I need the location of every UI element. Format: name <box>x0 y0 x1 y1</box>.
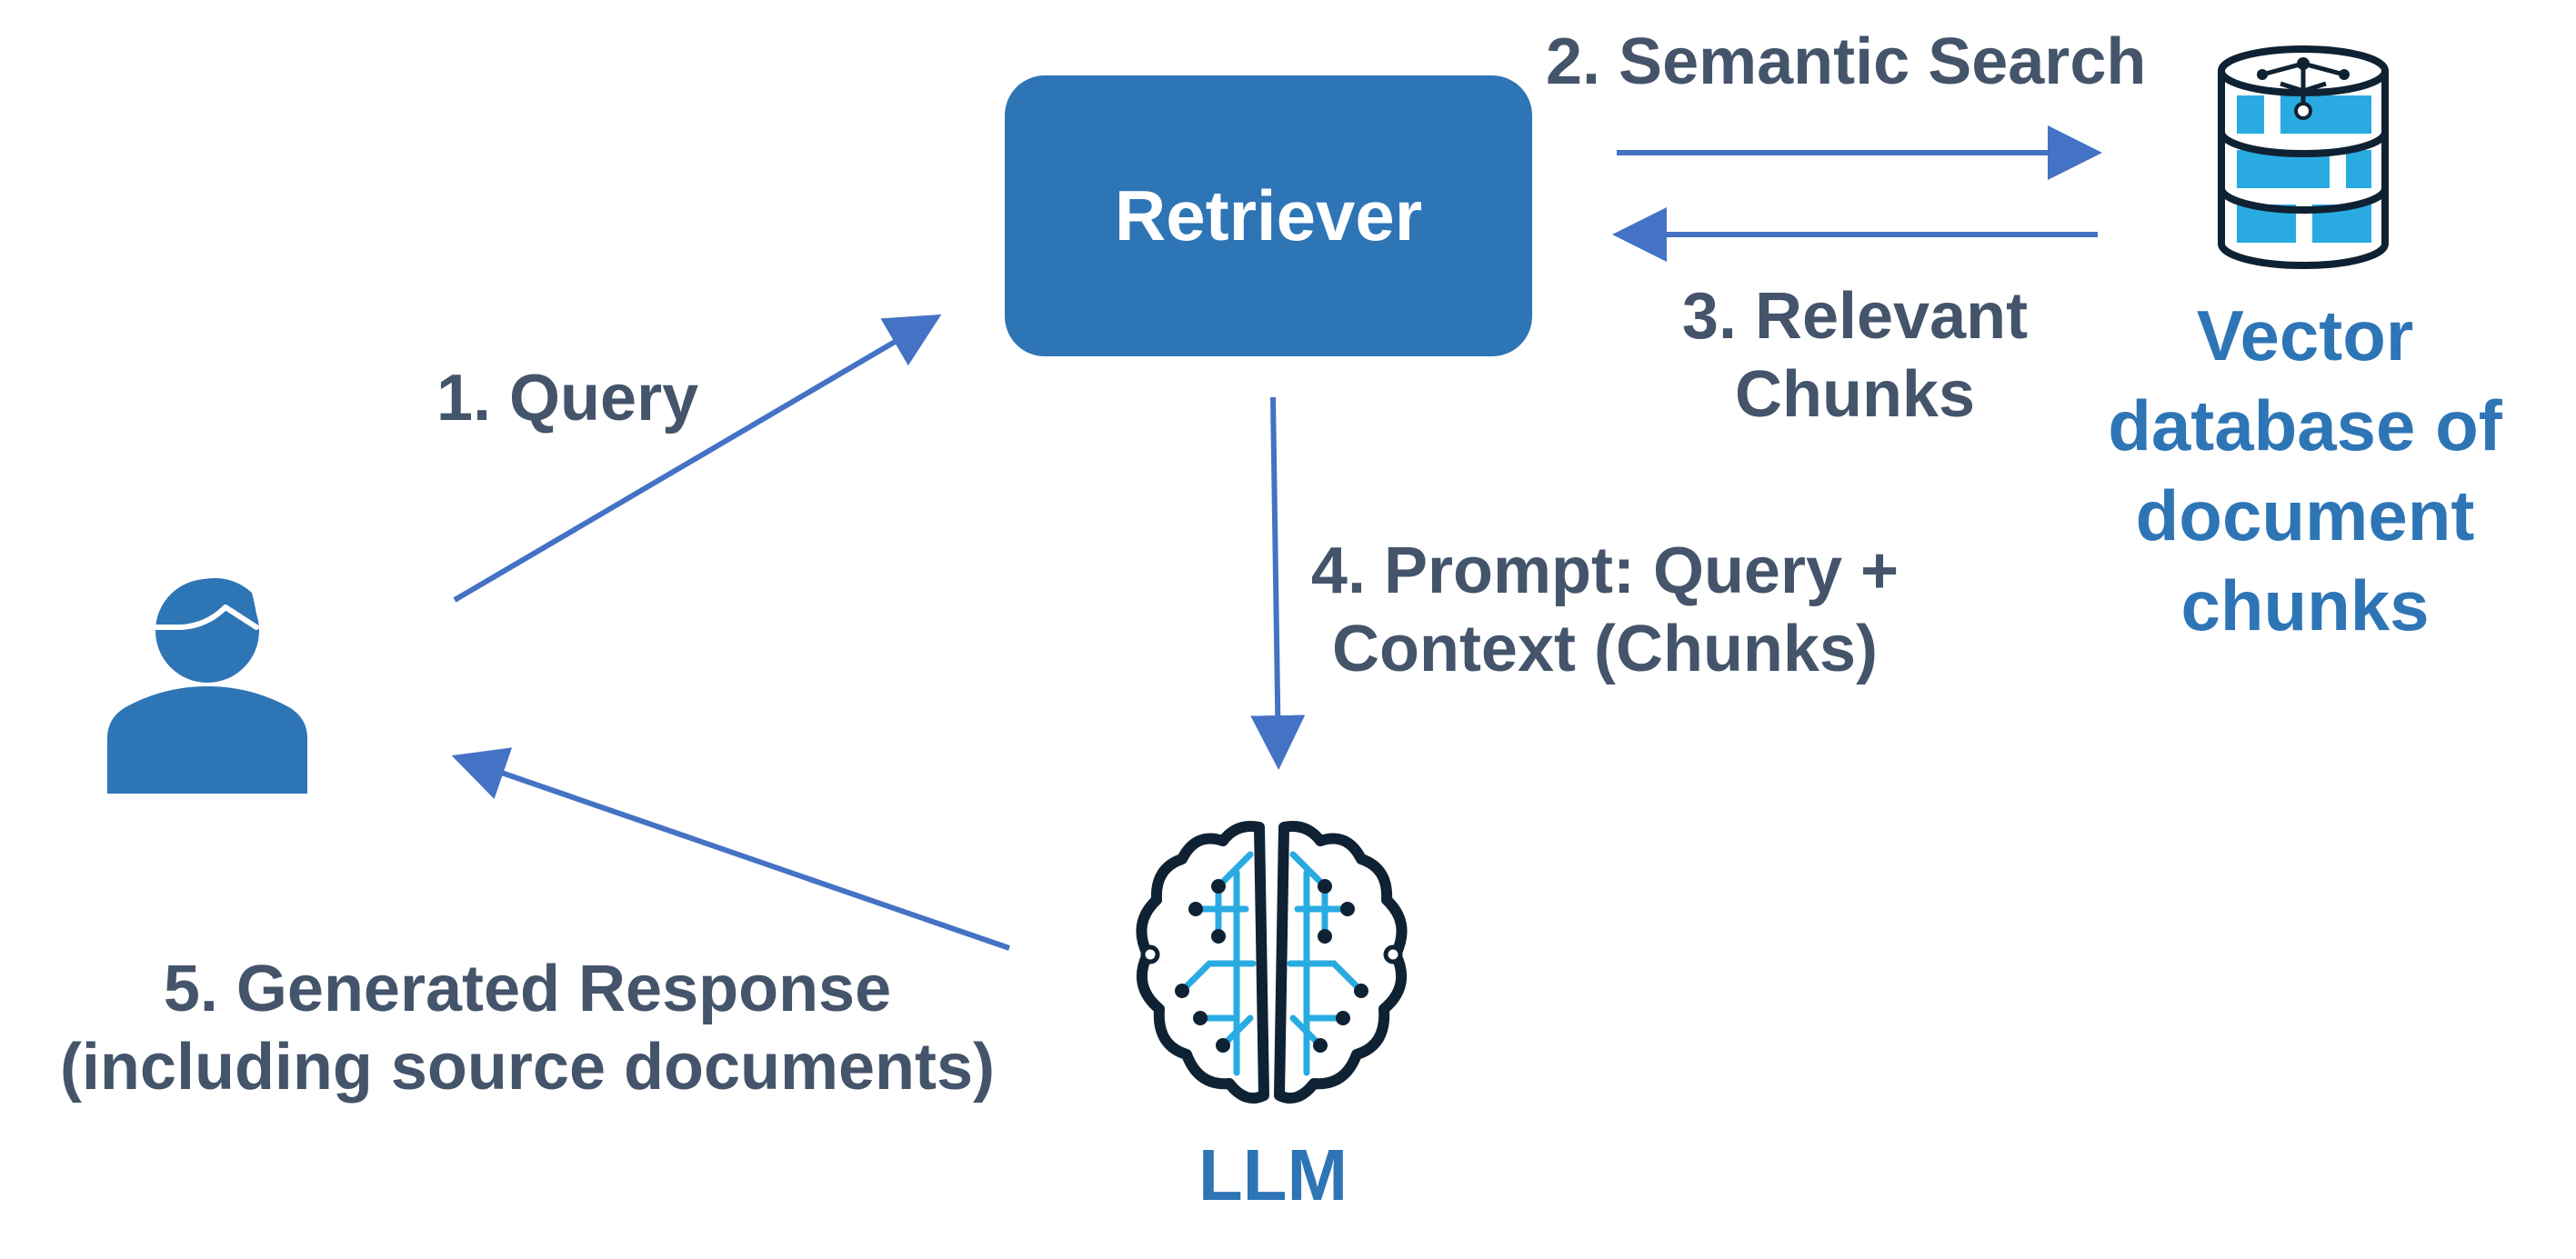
prompt-line-1: 4. Prompt: Query + <box>1310 535 1899 607</box>
vector-db-line-4: chunks <box>2180 565 2430 645</box>
vector-db-line-3: document <box>2135 475 2475 555</box>
response-line-2: (including source documents) <box>59 1031 996 1104</box>
response-label: 5. Generated Response (including source … <box>45 950 1009 1106</box>
prompt-arrow <box>1250 396 1306 770</box>
vector-db-line-1: Vector <box>2196 295 2414 375</box>
query-arrow <box>453 314 942 603</box>
prompt-label: 4. Prompt: Query + Context (Chunks) <box>1296 532 1914 688</box>
retriever-label: Retriever <box>1114 175 1423 255</box>
prompt-line-2: Context (Chunks) <box>1332 613 1878 685</box>
vector-db-label: Vector database of document chunks <box>2091 291 2519 651</box>
relevant-chunks-line-1: 3. Relevant <box>1681 280 2029 353</box>
relevant-chunks-label: 3. Relevant Chunks <box>1673 277 2037 434</box>
llm-label: LLM <box>1198 1134 1348 1215</box>
query-label: 1. Query <box>436 362 699 435</box>
user-icon <box>107 578 307 794</box>
relevant-chunks-line-2: Chunks <box>1734 358 1976 431</box>
response-line-1: 5. Generated Response <box>163 953 892 1025</box>
retriever-node: Retriever <box>1005 75 1532 356</box>
semantic-search-label: 2. Semantic Search <box>1546 25 2147 98</box>
response-arrow <box>451 747 1010 951</box>
brain-icon <box>1136 821 1408 1104</box>
vector-db-line-2: database of <box>2108 385 2502 465</box>
database-icon <box>2218 45 2389 269</box>
